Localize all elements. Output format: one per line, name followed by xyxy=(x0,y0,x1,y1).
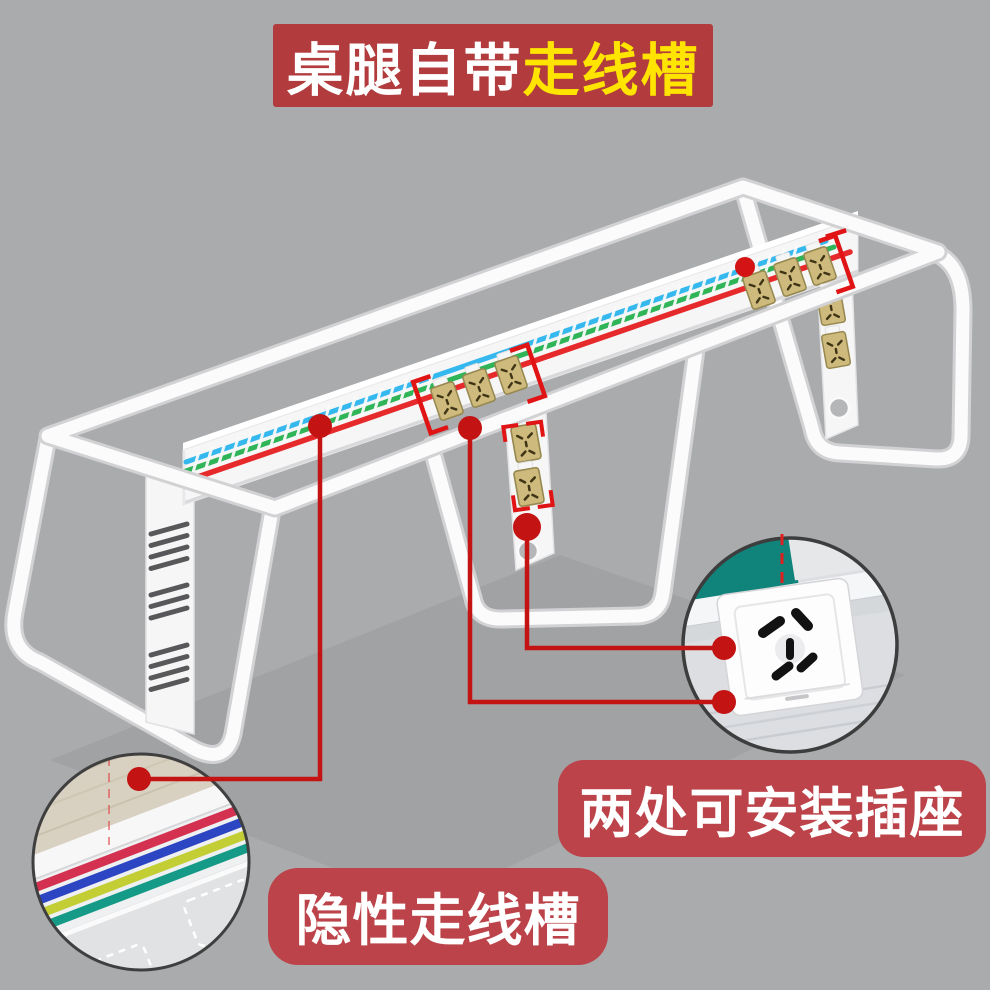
title-banner: 桌腿自带走线槽 xyxy=(273,24,713,107)
deco-line xyxy=(148,521,190,537)
bracket-mark xyxy=(825,228,847,239)
deco-line xyxy=(230,436,240,461)
center-leg xyxy=(421,340,706,629)
callout-dot xyxy=(513,513,541,541)
deco-line xyxy=(269,423,279,448)
vent-panel xyxy=(145,467,195,735)
deco-line xyxy=(334,400,344,425)
deco-line xyxy=(243,432,253,457)
label-hidden-cable-channel: 隐性走线槽 xyxy=(268,868,608,965)
right-socket-column xyxy=(813,278,859,441)
bracket-column-sockets xyxy=(501,419,555,513)
callouts xyxy=(127,257,755,791)
deco-line xyxy=(607,306,617,331)
selection-brackets xyxy=(410,228,856,513)
callout-dot xyxy=(712,636,736,660)
deco-line xyxy=(295,414,305,439)
deco-line xyxy=(347,396,357,421)
deco-line xyxy=(148,605,190,621)
deco-line xyxy=(148,533,190,548)
center-socket-column xyxy=(505,410,555,572)
deco-line xyxy=(148,544,190,560)
deco-line xyxy=(148,582,190,598)
left-leg xyxy=(4,428,281,764)
title-text: 桌腿自带 xyxy=(286,37,523,104)
callout-line-column-sockets xyxy=(524,527,724,651)
deco-line xyxy=(191,450,201,475)
vent-slots xyxy=(148,521,190,692)
cable-marker-dot xyxy=(735,257,755,277)
deco-line xyxy=(568,319,578,344)
deco-line xyxy=(148,642,190,658)
deco-line xyxy=(646,292,656,317)
deco-line xyxy=(659,288,669,313)
deco-line xyxy=(763,252,773,277)
deco-line xyxy=(217,441,227,466)
deco-line xyxy=(711,270,721,295)
deco-line xyxy=(594,310,604,335)
outlet-pin-holes xyxy=(758,608,818,681)
deco-line xyxy=(399,378,409,403)
deco-line xyxy=(148,556,190,571)
tabletop-frame-rails xyxy=(38,177,948,518)
inset-cables xyxy=(33,792,249,939)
label-socket-positions: 两处可安装插座 xyxy=(558,760,986,857)
cable-closeup-inset xyxy=(31,752,251,972)
callout-dot xyxy=(458,416,482,440)
deco-line xyxy=(698,274,708,299)
deco-line xyxy=(672,283,682,308)
cable-hole xyxy=(827,396,851,420)
callout-line-cables xyxy=(139,426,323,782)
deco-line xyxy=(148,677,190,692)
deco-line xyxy=(633,297,643,322)
deco-line xyxy=(204,445,214,470)
deco-line xyxy=(555,324,565,349)
callout-dot xyxy=(308,414,332,438)
deco-line xyxy=(425,369,435,394)
deco-line xyxy=(360,391,370,416)
desk-legs xyxy=(4,179,973,764)
bracket-beam-sockets xyxy=(410,342,548,436)
callout-dot xyxy=(712,690,736,714)
deco-line xyxy=(148,594,190,609)
deco-line xyxy=(724,265,734,290)
deco-line xyxy=(148,654,190,669)
deco-line xyxy=(256,427,266,452)
deco-line xyxy=(542,328,552,353)
cable-clip-ticks xyxy=(191,243,799,475)
deco-line xyxy=(282,418,292,443)
deco-line xyxy=(386,382,396,407)
deco-line xyxy=(148,665,190,681)
callout-dot xyxy=(127,767,151,791)
callout-line-beam-sockets xyxy=(467,428,724,705)
deco-line xyxy=(373,387,383,412)
deco-line xyxy=(685,279,695,304)
deco-line xyxy=(581,315,591,340)
title-text-highlight: 走线槽 xyxy=(522,37,700,104)
deco-line xyxy=(620,301,630,326)
right-leg xyxy=(733,179,973,469)
